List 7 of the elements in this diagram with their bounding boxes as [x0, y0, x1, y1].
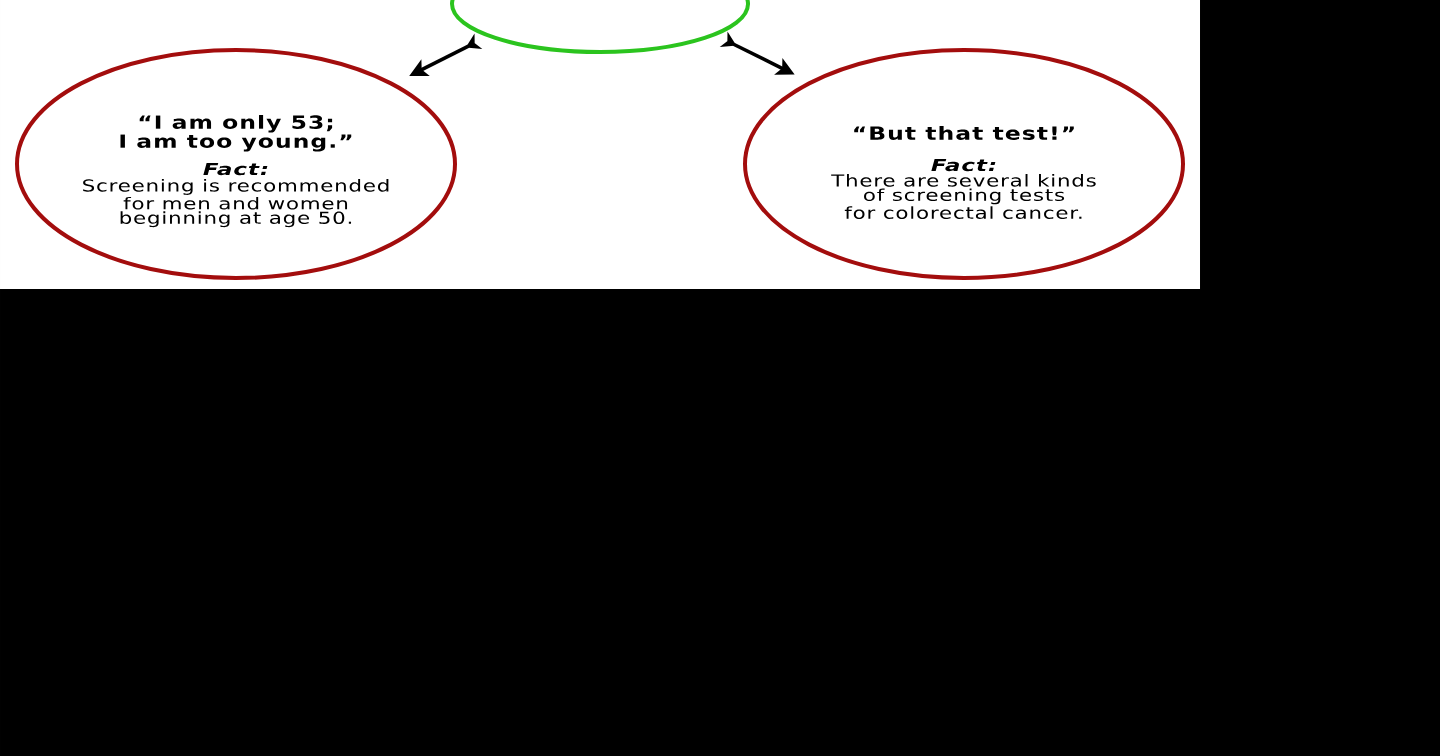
fact-label: Fact: — [203, 163, 268, 176]
quote-heading: “I am only 53; I am too young.” — [120, 115, 352, 152]
fact-label: Fact: — [931, 159, 996, 172]
oval-frame — [450, 0, 750, 54]
quote-heading: “But that test!” — [854, 126, 1074, 140]
fact-text: Screening is recommended for men and women beginning at age 50. — [83, 179, 389, 228]
fact-text: There are several kinds of screening tests for colorectal cancer. — [831, 174, 1096, 219]
